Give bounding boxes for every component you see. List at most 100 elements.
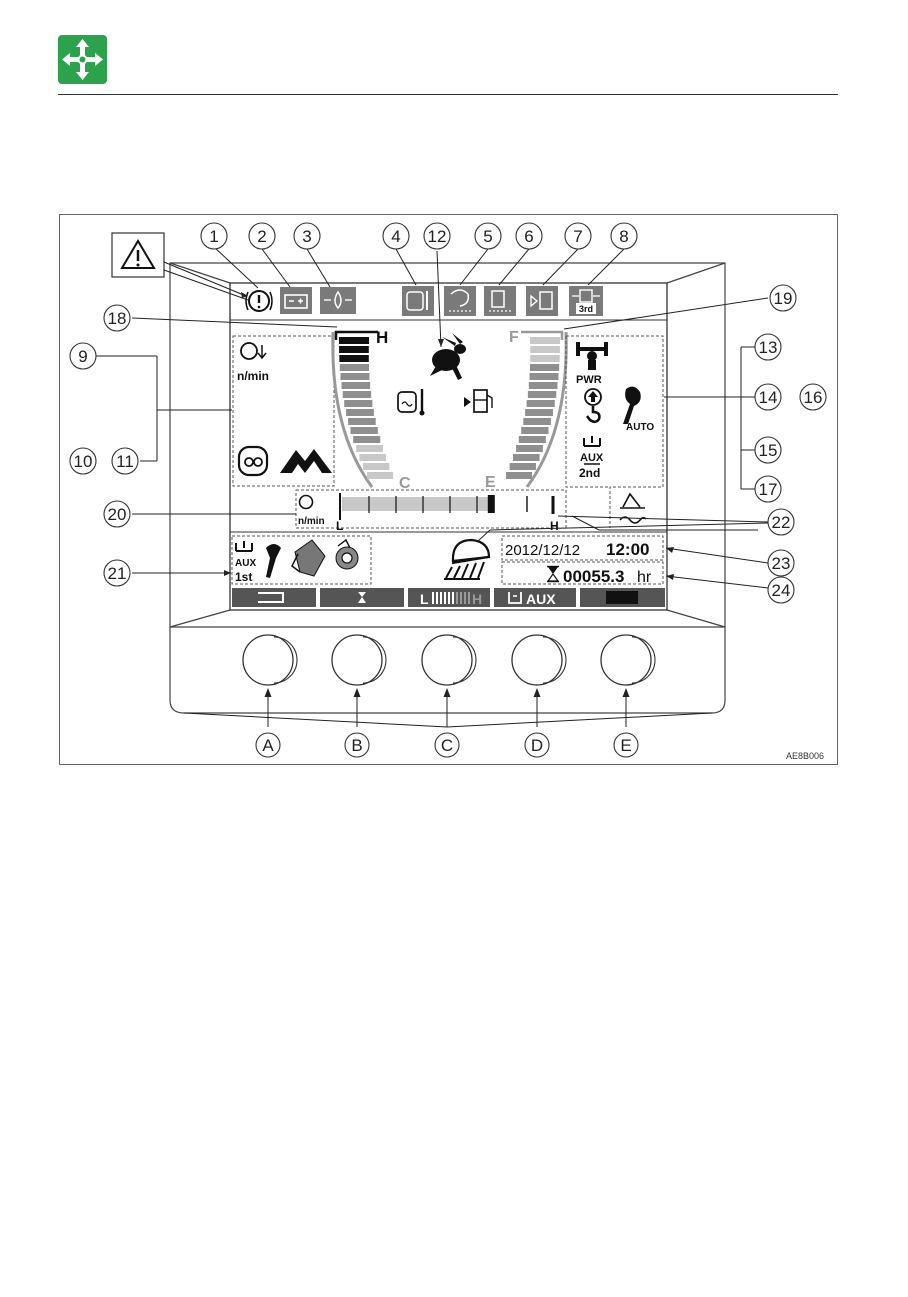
temp-gauge-segment (340, 373, 370, 380)
button-b[interactable] (331, 634, 387, 686)
auto-decel-icon (240, 342, 267, 360)
temp-gauge-segment (339, 364, 370, 371)
svg-text:24: 24 (772, 581, 791, 600)
aux-3rd-label: 3rd (579, 304, 593, 314)
temp-gauge-segment (348, 418, 376, 425)
callout-10: 10 (69, 447, 97, 475)
svg-text:E: E (620, 736, 631, 755)
softkey-c-tick (464, 592, 466, 604)
fuel-gauge-segment (521, 427, 549, 434)
fuel-gauge-segment (530, 355, 560, 362)
fuel-gauge-full-label: F (509, 329, 519, 346)
engine-speed-unit-label: n/min (298, 516, 325, 527)
return-icon (258, 592, 284, 603)
svg-text:D: D (531, 736, 543, 755)
svg-text:6: 6 (524, 227, 533, 246)
coolant-temp-gauge: H C (331, 328, 411, 492)
softkey-c-tick (452, 592, 454, 604)
mode-indicator-group (566, 335, 664, 528)
temp-gauge-high-label: H (376, 328, 388, 347)
button-d[interactable] (511, 634, 567, 686)
callout-2: 2 (248, 222, 276, 250)
hour-meter-group (501, 561, 664, 585)
battery-charge-icon (280, 287, 312, 314)
temp-gauge-bars (339, 337, 393, 479)
fuel-gauge-segment (530, 346, 560, 353)
time-display: 12:00 (606, 540, 649, 559)
leader-lines (95, 246, 769, 589)
engine-speed-group (295, 489, 567, 529)
temp-gauge-segment (341, 382, 371, 389)
svg-text:3: 3 (302, 227, 311, 246)
header-rule (58, 94, 838, 95)
callout-7: 7 (564, 222, 592, 250)
temp-gauge-segment (344, 400, 373, 407)
fuel-filter-water-icon (484, 286, 516, 316)
temp-gauge-low-label: C (399, 475, 411, 492)
svg-text:20: 20 (108, 505, 127, 524)
callout-3: 3 (293, 222, 321, 250)
fuel-gauge-segment (509, 463, 536, 470)
callout-17: 17 (754, 475, 782, 503)
softkey-d-aux: AUX (526, 591, 556, 607)
temp-gauge-segment (353, 436, 381, 443)
callout-19: 19 (769, 284, 797, 312)
callout-9: 9 (69, 342, 97, 370)
svg-text:1: 1 (209, 227, 218, 246)
temp-gauge-segment (342, 391, 372, 398)
softkey-c-tick (448, 592, 450, 604)
svg-text:C: C (441, 736, 453, 755)
hour-meter-value: 00055.3 (563, 567, 624, 586)
fuel-gauge-segment (518, 436, 546, 443)
callout-13: 13 (754, 333, 782, 361)
callout-23: 23 (767, 549, 795, 577)
preheat-glow-icon (237, 445, 269, 477)
lcd-screen (229, 282, 668, 611)
svg-text:13: 13 (759, 338, 778, 357)
fuel-gauge-segment (527, 391, 557, 398)
figure-code: AE8B006 (786, 751, 825, 761)
svg-text:14: 14 (759, 388, 778, 407)
svg-text:21: 21 (108, 564, 127, 583)
button-a[interactable] (242, 634, 298, 686)
hour-meter-unit: hr (637, 569, 652, 586)
callout-5: 5 (474, 222, 502, 250)
engine-oil-pressure-icon (320, 287, 356, 314)
figure-frame (59, 214, 838, 765)
fuel-gauge-segment (513, 454, 540, 461)
air-filter-clog-icon (444, 286, 476, 316)
hourglass-icon (546, 565, 560, 583)
callout-6: 6 (515, 222, 543, 250)
leader-arrowheads (224, 292, 674, 580)
softkey-c-tick (444, 592, 446, 604)
svg-text:9: 9 (78, 347, 87, 366)
temp-gauge-segment (339, 346, 369, 353)
auto-idle-icon (623, 386, 641, 424)
attachment-group (231, 535, 372, 585)
fuel-icon (464, 389, 493, 413)
temp-gauge-segment (359, 454, 386, 461)
crusher-attachment-icon (291, 539, 326, 577)
fuel-gauge-segment (525, 409, 553, 416)
clock-group (501, 535, 664, 561)
power-mode-icon (576, 342, 608, 370)
button-c[interactable] (421, 634, 477, 686)
softkey-c-ticks (432, 592, 470, 604)
svg-text:2: 2 (257, 227, 266, 246)
callout-4: 4 (382, 222, 410, 250)
callout-12: 12 (423, 222, 451, 250)
svg-text:22: 22 (772, 513, 791, 532)
callout-20: 20 (103, 500, 131, 528)
button-e[interactable] (600, 634, 656, 686)
breaker-attachment-icon (266, 544, 281, 578)
svg-text:4: 4 (391, 227, 400, 246)
button-label-a: A (255, 732, 281, 758)
aux-3rd-icon: 3rd (569, 286, 603, 316)
button-label-d: D (524, 732, 550, 758)
svg-text:23: 23 (772, 554, 791, 573)
softkey-c-tick (456, 592, 458, 604)
temp-gauge-segment (350, 427, 378, 434)
callout-1: 1 (200, 222, 228, 250)
